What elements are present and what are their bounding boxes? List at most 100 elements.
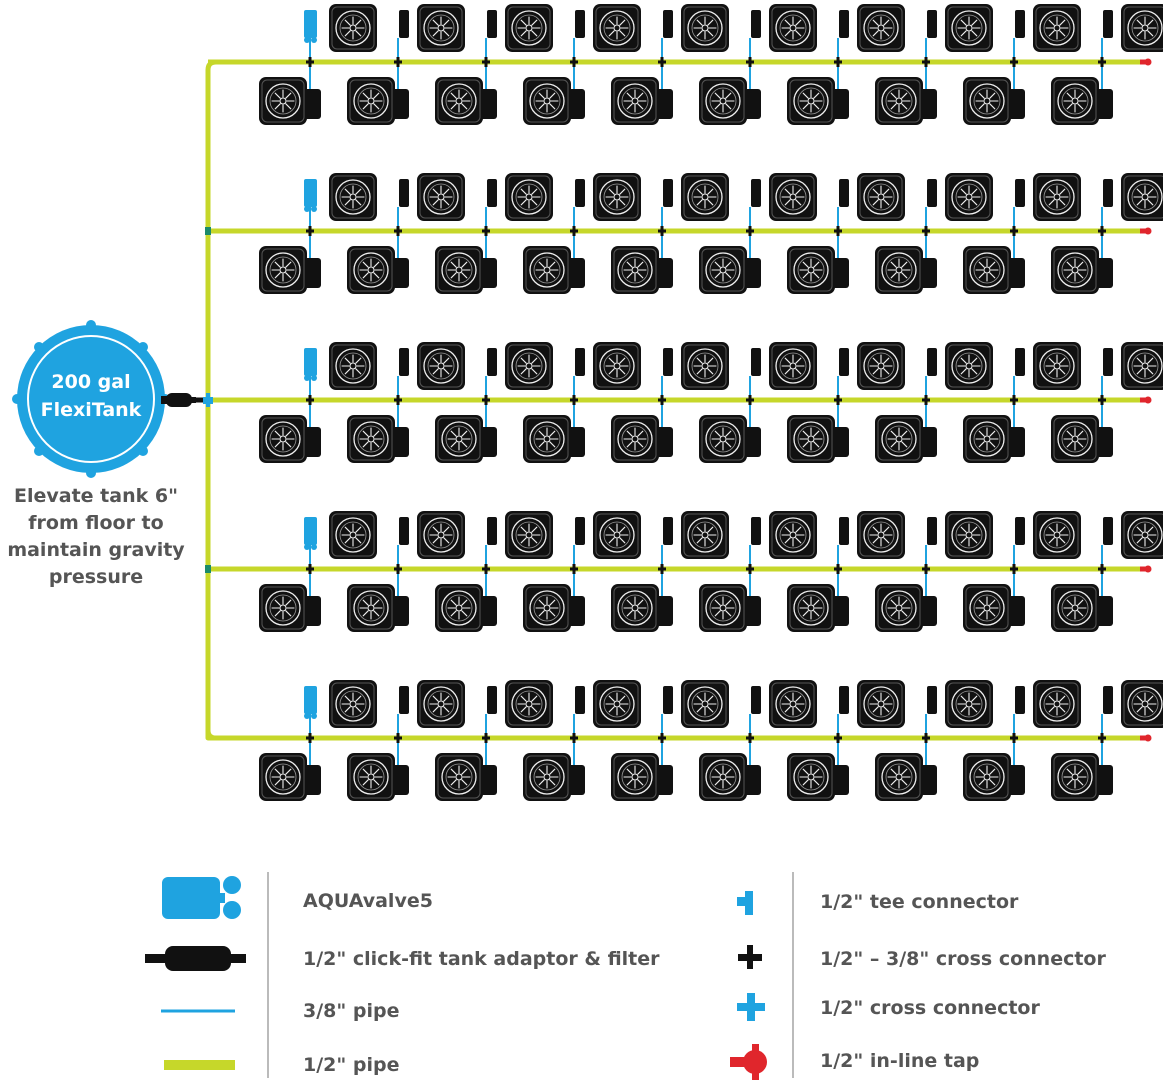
bottom-pot xyxy=(346,752,396,802)
top-pot xyxy=(1120,172,1163,222)
pot-reservoir xyxy=(663,179,673,207)
bottom-pot xyxy=(874,752,924,802)
tank-note-line-4: pressure xyxy=(49,566,143,588)
bottom-pot xyxy=(522,245,572,295)
pot-reservoir xyxy=(1015,10,1025,38)
bottom-pot xyxy=(258,76,308,126)
cross-connector-mixed-icon xyxy=(484,733,488,743)
bottom-pot xyxy=(346,245,396,295)
pot-reservoir xyxy=(663,348,673,376)
legend-label-inline-tap: 1/2" in-line tap xyxy=(820,1050,979,1072)
cross-connector-mixed-icon xyxy=(484,564,488,574)
top-pot xyxy=(944,510,994,560)
aquavalve-port xyxy=(304,713,310,719)
pot-reservoir xyxy=(1103,348,1113,376)
pot-reservoir xyxy=(751,517,761,545)
bottom-pot xyxy=(786,245,836,295)
bottom-pot xyxy=(962,752,1012,802)
cross-connector-mixed-icon xyxy=(738,945,762,969)
top-pot xyxy=(328,3,378,53)
legend-label-cross-connector: 1/2" cross connector xyxy=(820,997,1040,1019)
pot-reservoir xyxy=(399,179,409,207)
bottom-pot xyxy=(874,583,924,633)
top-pot xyxy=(944,679,994,729)
bottom-pot xyxy=(1050,245,1100,295)
top-pot xyxy=(944,3,994,53)
tank-name: FlexiTank xyxy=(41,399,142,421)
bottom-pot xyxy=(786,583,836,633)
bottom-pot xyxy=(962,414,1012,464)
bottom-pot xyxy=(610,583,660,633)
tank-note-line-3: maintain gravity xyxy=(7,539,185,561)
cross-connector-icon xyxy=(737,993,765,1021)
aquavalve-port xyxy=(311,37,317,43)
cross-connector-mixed-icon xyxy=(572,57,576,67)
pot-row xyxy=(208,341,1163,464)
cross-connector-mixed-icon xyxy=(1012,564,1016,574)
legend-label-half-inch-pipe: 1/2" pipe xyxy=(303,1054,400,1076)
tee-connector-icon xyxy=(205,565,211,573)
top-pot xyxy=(592,172,642,222)
cross-connector-mixed-icon xyxy=(924,564,928,574)
bottom-pot xyxy=(610,76,660,126)
top-pot xyxy=(416,172,466,222)
pot-reservoir xyxy=(927,10,937,38)
cross-connector-mixed-icon xyxy=(1012,57,1016,67)
bottom-pot xyxy=(962,76,1012,126)
tank-adaptor-filter-icon xyxy=(161,393,196,407)
bottom-pot xyxy=(522,583,572,633)
inline-tap-icon xyxy=(730,1044,767,1080)
pot-reservoir xyxy=(1103,517,1113,545)
pot-reservoir xyxy=(927,348,937,376)
pot-reservoir xyxy=(927,179,937,207)
inline-tap-icon xyxy=(1144,565,1152,573)
top-pot xyxy=(504,3,554,53)
aquavalve-port xyxy=(304,206,310,212)
pot-reservoir xyxy=(399,686,409,714)
aquavalve-port xyxy=(311,375,317,381)
top-pot xyxy=(328,341,378,391)
legend-label-aquavalve: AQUAvalve5 xyxy=(303,890,433,912)
inline-tap-icon xyxy=(1140,566,1147,572)
top-pot xyxy=(944,341,994,391)
top-pot xyxy=(416,3,466,53)
cross-connector-mixed-icon xyxy=(308,564,312,574)
bottom-pot xyxy=(522,76,572,126)
pot-reservoir xyxy=(1103,179,1113,207)
pot-reservoir xyxy=(751,179,761,207)
top-pot xyxy=(504,172,554,222)
aquavalve-port xyxy=(311,206,317,212)
cross-connector-mixed-icon xyxy=(836,733,840,743)
cross-connector-mixed-icon xyxy=(660,564,664,574)
cross-connector-mixed-icon xyxy=(836,226,840,236)
pot-reservoir xyxy=(575,517,585,545)
bottom-pot xyxy=(698,414,748,464)
bottom-pot xyxy=(434,76,484,126)
pot-reservoir xyxy=(1103,10,1113,38)
tank-adaptor-filter-icon xyxy=(145,946,246,971)
cross-connector-mixed-icon xyxy=(1012,733,1016,743)
pot-reservoir xyxy=(663,10,673,38)
inline-tap-icon xyxy=(1144,396,1152,404)
bottom-pot xyxy=(786,76,836,126)
pot-reservoir xyxy=(751,686,761,714)
cross-connector-mixed-icon xyxy=(396,395,400,405)
pot-reservoir xyxy=(839,10,849,38)
bottom-pot xyxy=(434,245,484,295)
top-pot xyxy=(1120,341,1163,391)
cross-connector-mixed-icon xyxy=(396,57,400,67)
cross-connector-mixed-icon xyxy=(660,226,664,236)
top-pot xyxy=(416,510,466,560)
bottom-pot xyxy=(346,414,396,464)
pot-reservoir xyxy=(487,179,497,207)
cross-connector-mixed-icon xyxy=(572,226,576,236)
pot-reservoir xyxy=(927,686,937,714)
top-pot xyxy=(856,510,906,560)
legend-label-three-eighth-pipe: 3/8" pipe xyxy=(303,1000,400,1022)
pot-row xyxy=(205,510,1163,633)
cross-connector-mixed-icon xyxy=(308,733,312,743)
cross-connector-mixed-icon xyxy=(572,564,576,574)
bottom-pot xyxy=(786,414,836,464)
tank-capacity: 200 gal xyxy=(51,371,130,393)
